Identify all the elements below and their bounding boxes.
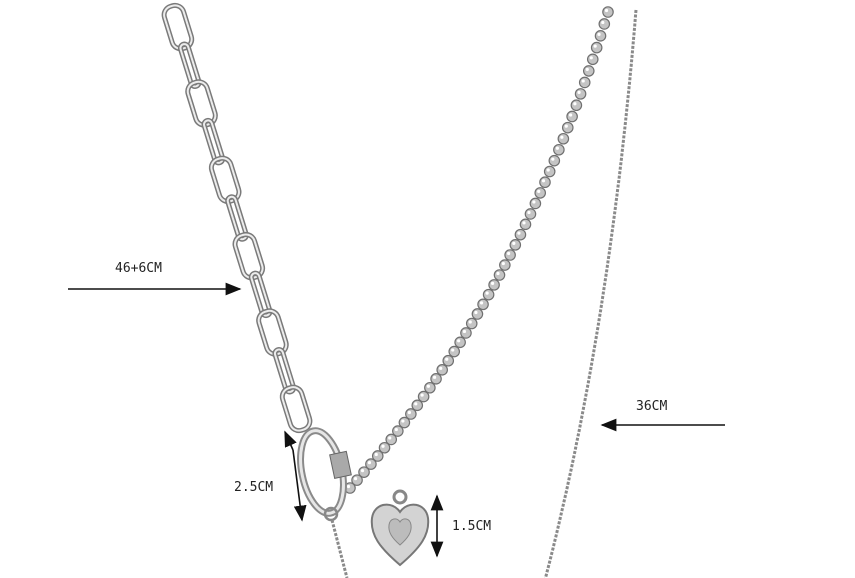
carabiner-clasp [297, 427, 352, 517]
chain-link [232, 231, 266, 281]
chain-bead [557, 132, 570, 145]
arrow-clasp-size-b [292, 449, 307, 522]
chain-bead [598, 18, 611, 30]
chain-bead [482, 288, 495, 301]
chain-bead [477, 298, 489, 311]
chain-bead [454, 336, 466, 349]
chain-bead [578, 76, 591, 89]
chain-bead [524, 208, 537, 220]
chain-link [201, 117, 226, 166]
chain-bead [488, 279, 500, 291]
chain-bead [493, 269, 506, 281]
thin-curb-chain [543, 9, 638, 578]
chain-bead [602, 6, 614, 18]
chain-bead [590, 41, 603, 54]
dimension-arrows [68, 282, 725, 558]
chain-bead [514, 228, 527, 241]
chain-bead [566, 110, 578, 123]
extender-chain [323, 506, 349, 578]
chain-bead [561, 121, 574, 134]
necklace-length-label: 46+6CM [115, 261, 162, 276]
chain-bead [553, 143, 565, 156]
chain-link [256, 308, 289, 357]
chain-bead [582, 65, 595, 77]
clasp-size-label: 2.5CM [234, 480, 274, 495]
chain-bead [574, 88, 587, 100]
chain-bead [534, 187, 547, 199]
chain-bead [442, 354, 455, 367]
chain-bead [424, 381, 436, 394]
heart-pendant [370, 489, 430, 567]
chain-bead [594, 30, 607, 42]
arrow-clasp-size [284, 430, 297, 451]
chain-link [208, 155, 242, 205]
chain-bead [504, 249, 516, 261]
chain-bead [499, 259, 511, 271]
paperclip-chain [161, 2, 313, 434]
chain-link [279, 384, 313, 434]
chain-bead [465, 317, 478, 330]
chain-link [161, 2, 195, 52]
chain-bead [548, 154, 561, 167]
choker-length-label: 36CM [636, 399, 668, 414]
chain-bead [529, 197, 542, 210]
chain-bead [543, 165, 556, 178]
chain-bead [519, 218, 532, 231]
chain-bead [509, 239, 522, 251]
chain-bead [430, 373, 442, 385]
chain-link [248, 270, 273, 319]
chain-bead [539, 176, 551, 189]
ball-chain [344, 6, 614, 494]
chain-bead [448, 345, 461, 358]
chain-link [272, 347, 297, 395]
chain-bead [460, 327, 472, 339]
chain-link [185, 79, 218, 128]
chain-link [177, 41, 202, 89]
chain-bead [436, 364, 448, 376]
chain-bead [586, 53, 599, 66]
pendant-size-label: 1.5CM [452, 519, 492, 534]
chain-bead [570, 99, 583, 112]
chain-link [225, 194, 249, 242]
chain-bead [471, 308, 484, 320]
